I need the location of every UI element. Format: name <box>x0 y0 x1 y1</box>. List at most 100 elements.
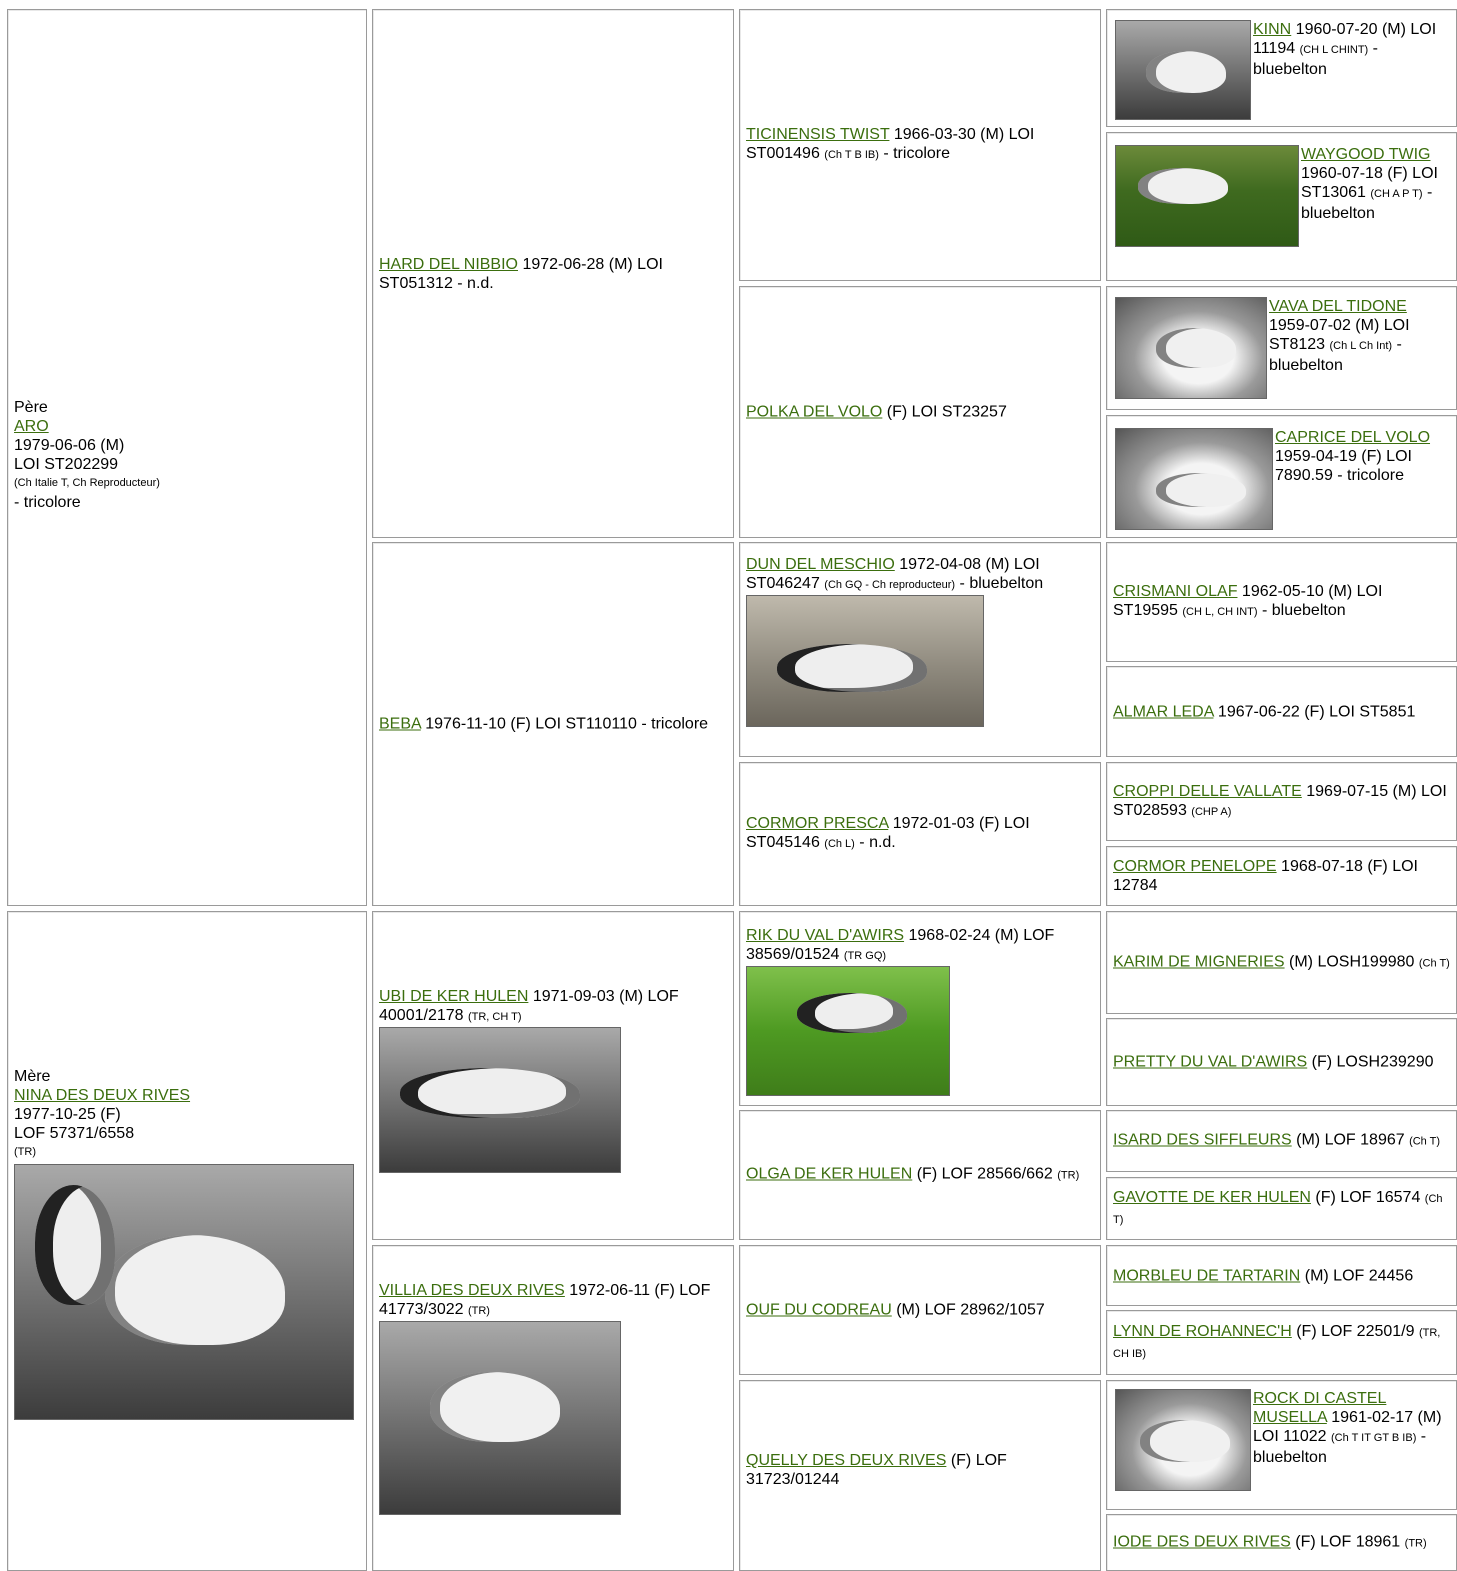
dam-sire-link[interactable]: UBI DE KER HULEN <box>379 988 529 1005</box>
dd-sire-link[interactable]: OUF DU CODREAU <box>746 1301 892 1319</box>
ds-ss-info: (M) LOSH199980 <box>1284 953 1419 970</box>
ds-ss-cell: KARIM DE MIGNERIES (M) LOSH199980 (Ch T) <box>1106 911 1457 1014</box>
sire-dam-cell: BEBA 1976-11-10 (F) LOI ST110110 - trico… <box>372 542 734 906</box>
ss-ss-color: - bluebelton <box>1253 40 1378 78</box>
dd-sd-link[interactable]: LYNN DE ROHANNEC'H <box>1113 1322 1292 1340</box>
dsd-ss-titles: (Ch T) <box>1409 1135 1441 1148</box>
dog-photo <box>379 1027 621 1173</box>
ddd-sd-link[interactable]: IODE DES DEUX RIVES <box>1113 1533 1291 1550</box>
ds-sd-link[interactable]: PRETTY DU VAL D'AWIRS <box>1113 1053 1308 1071</box>
dog-photo <box>1115 1389 1251 1491</box>
ss-sire-cell: TICINENSIS TWIST 1966-03-30 (M) LOI ST00… <box>739 9 1101 281</box>
sdd-ss-cell: CRISMANI OLAF 1962-05-10 (M) LOI ST19595… <box>1106 542 1457 662</box>
ss-ss-link[interactable]: KINN <box>1253 21 1292 38</box>
dog-photo <box>1115 428 1273 530</box>
sddd-sd-info: 1968-07-18 (F) LOI 12784 <box>1113 858 1418 894</box>
ds-dam-info: (F) LOF 28566/662 <box>912 1165 1058 1183</box>
ss-sire-color: - tricolore <box>878 145 951 162</box>
dam-dam-titles: (TR) <box>467 1305 490 1317</box>
sddd-sd-cell: CORMOR PENELOPE 1968-07-18 (F) LOI 12784 <box>1106 846 1457 906</box>
ddd-sd-cell: IODE DES DEUX RIVES (F) LOF 18961 (TR) <box>1106 1514 1457 1571</box>
dsd-ss-link[interactable]: ISARD DES SIFFLEURS <box>1113 1131 1292 1149</box>
dam-dam-info: 1972-06-11 (F) LOF 41773/3022 <box>379 1282 711 1318</box>
ss-sd-titles: (CH A P T) <box>1370 188 1423 200</box>
sire-color: - tricolore <box>14 494 81 511</box>
ss-sire-link[interactable]: TICINENSIS TWIST <box>746 126 890 143</box>
ss-dam-cell: POLKA DEL VOLO (F) LOI ST23257 <box>739 286 1101 538</box>
sd-ss-cell: VAVA DEL TIDONE 1959-07-02 (M) LOI ST812… <box>1106 286 1457 410</box>
sdd-dam-info: 1972-01-03 (F) LOI ST045146 <box>746 815 1030 851</box>
dam-name-link[interactable]: NINA DES DEUX RIVES <box>14 1087 191 1104</box>
dd-sire-info: (M) LOF 28962/1057 <box>891 1301 1045 1319</box>
sdd-sire-info: 1972-04-08 (M) LOI ST046247 <box>746 556 1040 592</box>
ddd-sd-info: (F) LOF 18961 <box>1290 1533 1405 1550</box>
ds-dam-link[interactable]: OLGA DE KER HULEN <box>746 1165 913 1183</box>
dam-dam-link[interactable]: VILLIA DES DEUX RIVES <box>379 1282 565 1299</box>
dd-sd-info: (F) LOF 22501/9 <box>1291 1322 1419 1340</box>
sire-sire-link[interactable]: HARD DEL NIBBIO <box>379 255 518 273</box>
sd-sd-link[interactable]: CAPRICE DEL VOLO <box>1275 429 1431 446</box>
dsd-sd-link[interactable]: GAVOTTE DE KER HULEN <box>1113 1188 1311 1206</box>
sdd-dam-cell: CORMOR PRESCA 1972-01-03 (F) LOI ST04514… <box>739 762 1101 906</box>
sire-date: 1979-06-06 (M) <box>14 437 125 454</box>
sd-ss-color: - bluebelton <box>1269 336 1402 374</box>
dsd-sd-cell: GAVOTTE DE KER HULEN (F) LOF 16574 (Ch T… <box>1106 1177 1457 1240</box>
ddd-ss-titles: (Ch T IT GT B IB) <box>1330 1432 1417 1444</box>
dsd-sd-info: (F) LOF 16574 <box>1310 1188 1425 1206</box>
dog-photo <box>14 1164 354 1420</box>
dog-photo <box>1115 20 1251 120</box>
sire-cell: Père ARO 1979-06-06 (M) LOI ST202299 (Ch… <box>7 9 367 906</box>
ds-sire-info: 1968-02-24 (M) LOF 38569/01524 <box>746 927 1055 963</box>
sire-dam-link[interactable]: BEBA <box>379 715 421 733</box>
sddd-ss-info: 1969-07-15 (M) LOI ST028593 <box>1113 782 1447 819</box>
sddd-ss-titles: (CHP A) <box>1191 805 1232 818</box>
sdd-sire-cell: DUN DEL MESCHIO 1972-04-08 (M) LOI ST046… <box>739 542 1101 757</box>
sddd-ss-link[interactable]: CROPPI DELLE VALLATE <box>1113 782 1302 800</box>
sire-role: Père <box>14 399 48 416</box>
sire-name-link[interactable]: ARO <box>14 418 49 435</box>
dd-ss-link[interactable]: MORBLEU DE TARTARIN <box>1113 1267 1301 1284</box>
ds-sd-info: (F) LOSH239290 <box>1307 1053 1434 1071</box>
dam-dam-cell: VILLIA DES DEUX RIVES 1972-06-11 (F) LOF… <box>372 1245 734 1571</box>
ds-dam-titles: (TR) <box>1057 1169 1080 1182</box>
ds-ss-link[interactable]: KARIM DE MIGNERIES <box>1113 953 1285 970</box>
dd-sd-cell: LYNN DE ROHANNEC'H (F) LOF 22501/9 (TR, … <box>1106 1310 1457 1375</box>
dam-role: Mère <box>14 1068 51 1085</box>
sdd-dam-link[interactable]: CORMOR PRESCA <box>746 815 889 832</box>
sddd-sd-link[interactable]: CORMOR PENELOPE <box>1113 858 1277 875</box>
dam-sire-titles: (TR, CH T) <box>467 1011 522 1023</box>
sdd-dam-color: - n.d. <box>854 834 896 851</box>
ss-sire-titles: (Ch T B IB) <box>824 149 879 161</box>
sire-sire-cell: HARD DEL NIBBIO 1972-06-28 (M) LOI ST051… <box>372 9 734 538</box>
dd-dam-cell: QUELLY DES DEUX RIVES (F) LOF 31723/0124… <box>739 1380 1101 1571</box>
sd-sd-info: 1959-04-19 (F) LOI 7890.59 - tricolore <box>1275 448 1412 484</box>
ss-ss-info: 1960-07-20 (M) LOI 11194 <box>1253 21 1437 57</box>
sdd-ss-link[interactable]: CRISMANI OLAF <box>1113 583 1238 600</box>
ss-ss-cell: KINN 1960-07-20 (M) LOI 11194 (CH L CHIN… <box>1106 9 1457 127</box>
dam-date: 1977-10-25 (F) <box>14 1106 121 1123</box>
sd-ss-info: 1959-07-02 (M) LOI ST8123 <box>1269 317 1410 353</box>
sire-dam-info: 1976-11-10 (F) LOI ST110110 - tricolore <box>420 715 709 733</box>
sire-titles: (Ch Italie T, Ch Reproducteur) <box>14 477 160 489</box>
ss-sd-link[interactable]: WAYGOOD TWIG <box>1301 146 1431 163</box>
sdd-dam-titles: (Ch L) <box>824 838 855 850</box>
dd-sd-titles: (TR, CH IB) <box>1113 1326 1441 1360</box>
sdd-sd-link[interactable]: ALMAR LEDA <box>1113 703 1214 720</box>
dam-sire-info: 1971-09-03 (M) LOF 40001/2178 <box>379 988 679 1024</box>
dd-dam-link[interactable]: QUELLY DES DEUX RIVES <box>746 1452 947 1469</box>
ddd-ss-info: 1961-02-17 (M) LOI 11022 <box>1253 1409 1442 1445</box>
sdd-sire-titles: (Ch GQ - Ch reproducteur) <box>824 579 956 591</box>
dam-cell: Mère NINA DES DEUX RIVES 1977-10-25 (F) … <box>7 911 367 1571</box>
sd-ss-link[interactable]: VAVA DEL TIDONE <box>1269 298 1407 315</box>
sdd-ss-titles: (CH L, CH INT) <box>1182 606 1258 618</box>
ss-dam-link[interactable]: POLKA DEL VOLO <box>746 403 883 421</box>
dd-ss-cell: MORBLEU DE TARTARIN (M) LOF 24456 <box>1106 1245 1457 1306</box>
ddd-ss-link[interactable]: ROCK DI CASTEL MUSELLA <box>1253 1390 1387 1426</box>
dog-photo <box>746 966 950 1096</box>
ds-sire-link[interactable]: RIK DU VAL D'AWIRS <box>746 927 905 944</box>
sddd-ss-cell: CROPPI DELLE VALLATE 1969-07-15 (M) LOI … <box>1106 762 1457 841</box>
sdd-sire-link[interactable]: DUN DEL MESCHIO <box>746 556 895 573</box>
ddd-sd-titles: (TR) <box>1404 1537 1427 1549</box>
dd-dam-info: (F) LOF 31723/01244 <box>746 1452 1007 1488</box>
